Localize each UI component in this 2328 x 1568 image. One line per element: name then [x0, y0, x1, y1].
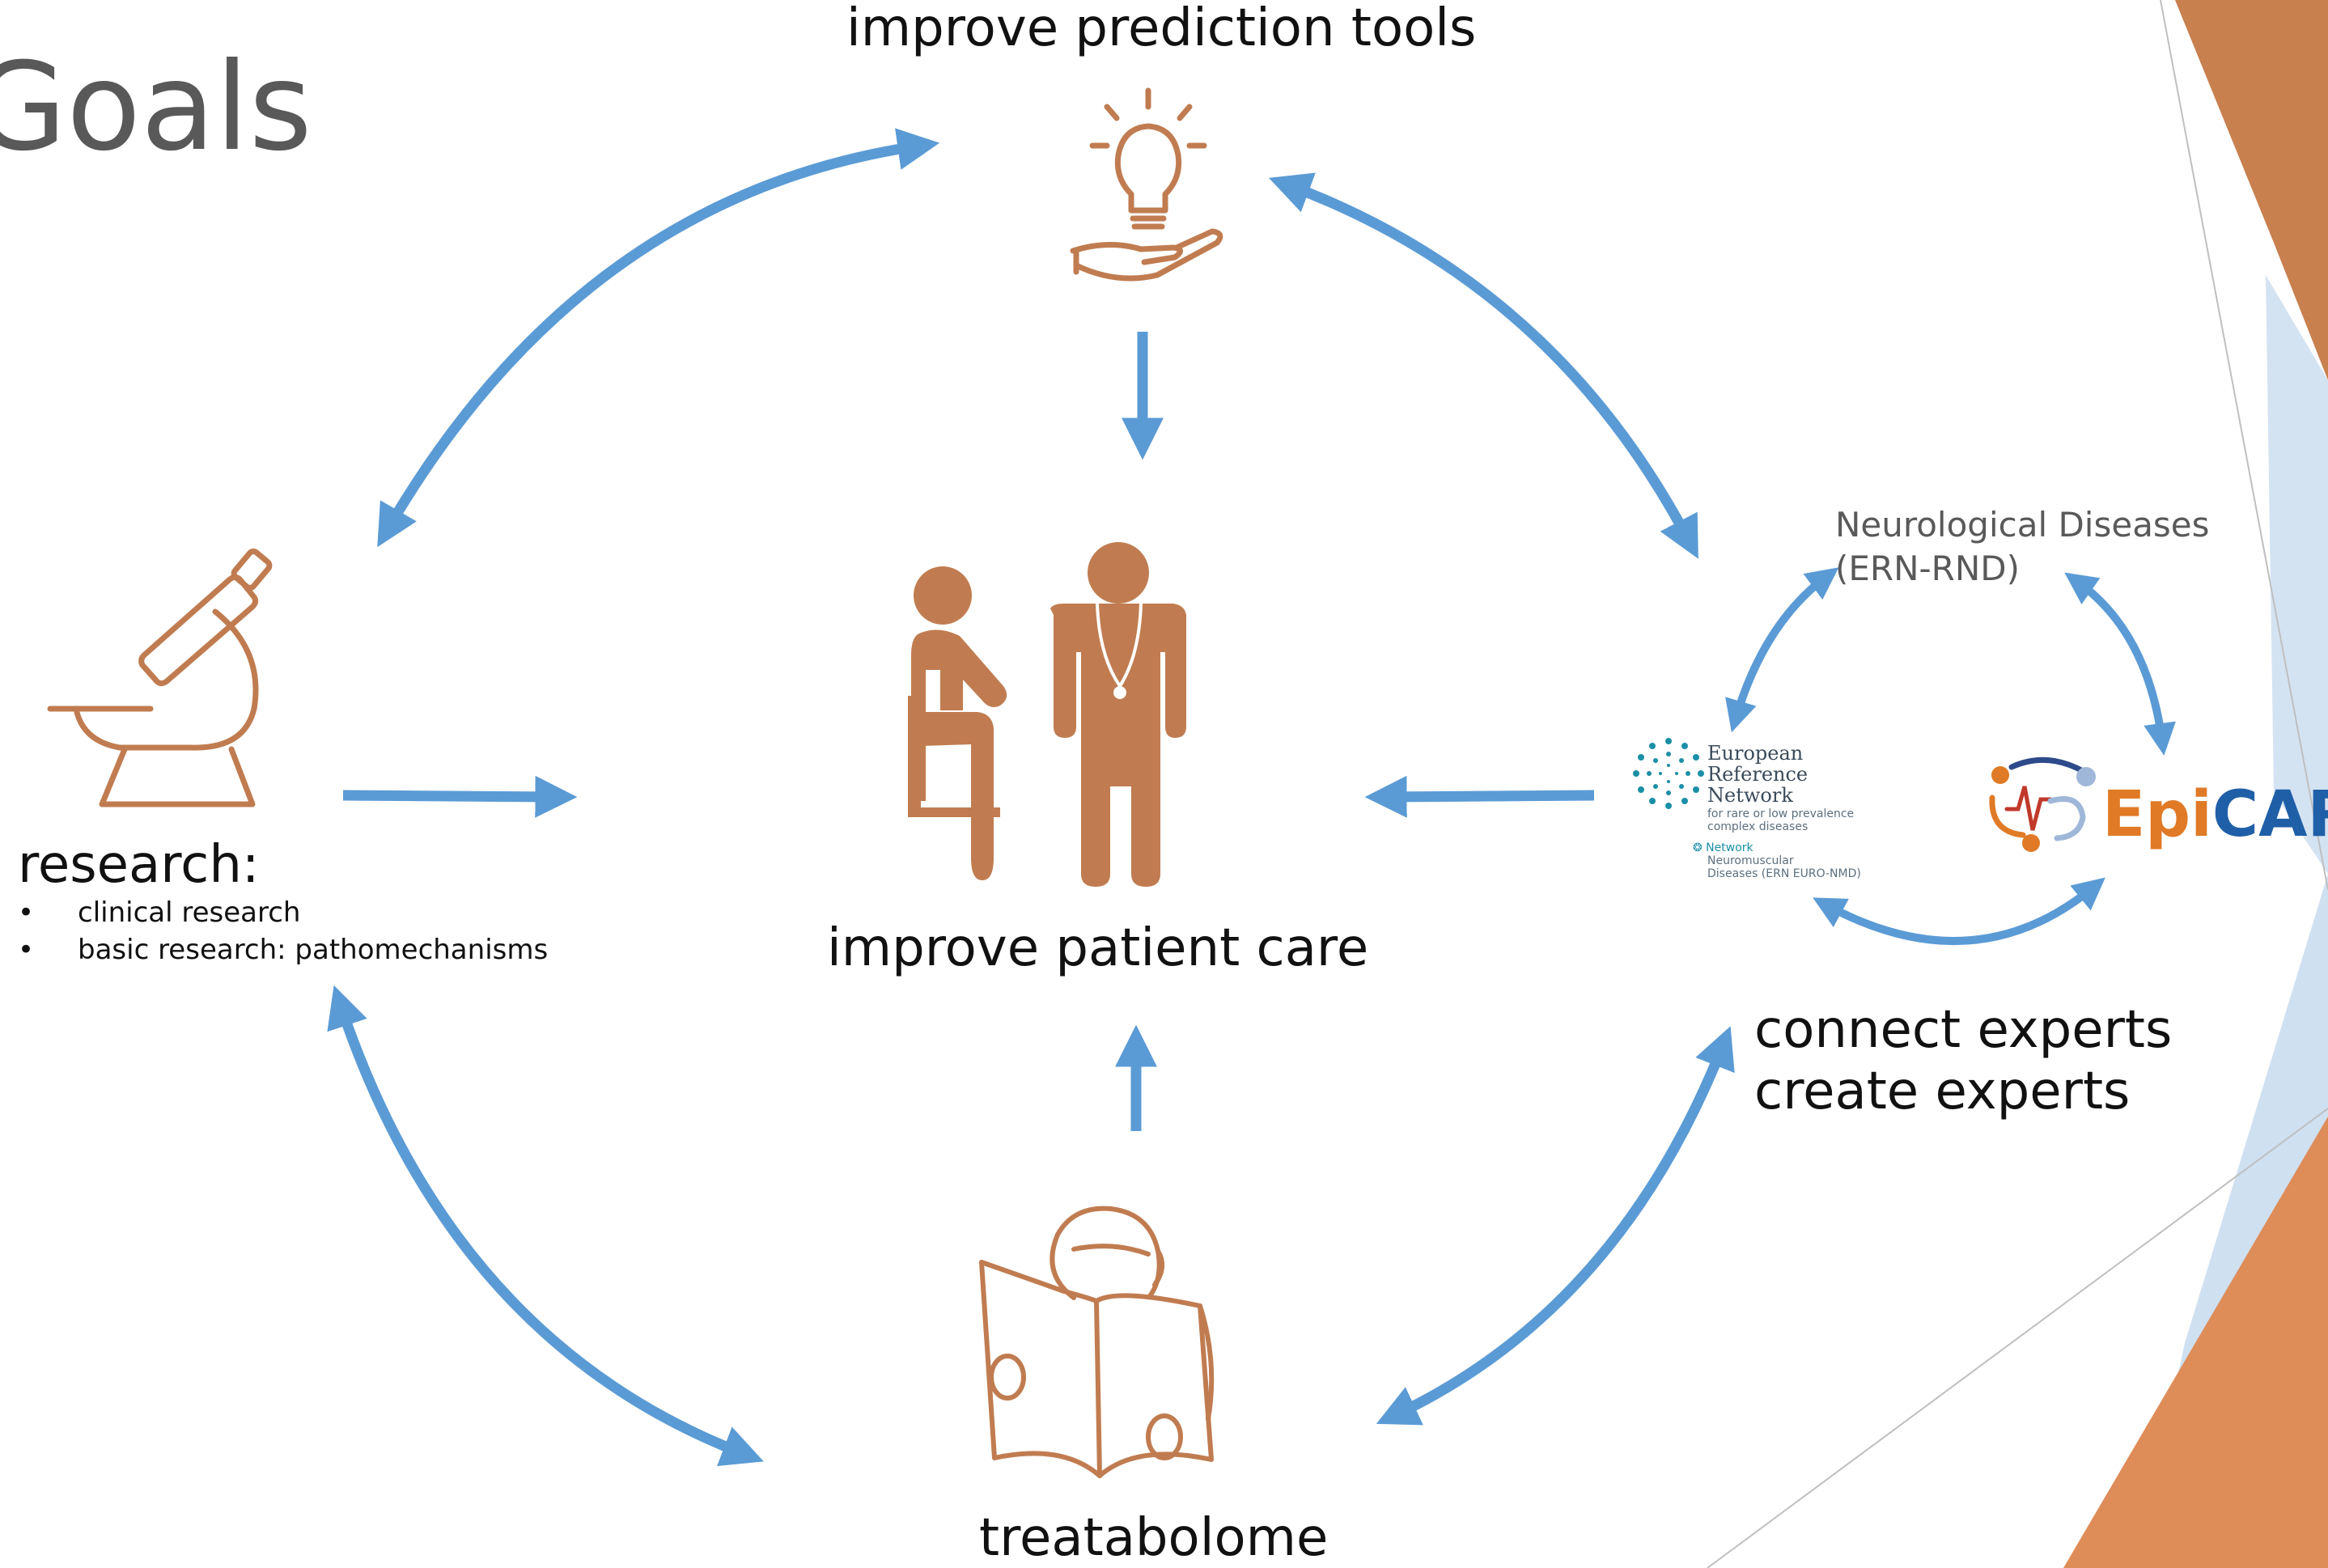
ern-logo-icon: [1633, 738, 1704, 809]
connect-experts-label: connect experts: [1754, 1000, 2173, 1060]
treatabolome-label: treatabolome: [979, 1508, 1329, 1568]
prediction-tools-label: improve prediction tools: [846, 0, 1477, 58]
corner-line-2: [1707, 1108, 2328, 1568]
arrow-ern-epicare: [1813, 877, 2105, 946]
research-heading: research:: [18, 835, 260, 895]
research-bullet-list: •clinical research •basic research: path…: [18, 894, 548, 968]
corner-orange-bottom: [2063, 1117, 2328, 1568]
corner-orange-top: [2175, 0, 2328, 380]
arrow-research-prediction: [377, 128, 940, 548]
arrow-treatabolome-experts: [1376, 1026, 1735, 1426]
bullet-item: •clinical research: [18, 896, 301, 929]
epicare-logo-icon: [1989, 756, 2096, 852]
arrow-prediction-networks: [1269, 172, 1698, 559]
ern-logo-subtitle: for rare or low prevalence complex disea…: [1707, 807, 1855, 833]
microscope-icon: [47, 548, 273, 807]
slide-title: Goals: [0, 37, 312, 178]
ern-logo-text: European Reference Network: [1707, 742, 1809, 807]
arrow-research-treatabolome: [327, 985, 764, 1467]
corner-blue-top: [2266, 275, 2328, 874]
reading-person-icon: [979, 1206, 1215, 1478]
doctor-patient-icon: [908, 542, 1186, 887]
arrow-ernrnd-ern: [1725, 567, 1839, 733]
corner-line-1: [2160, 0, 2328, 891]
bullet-item: •basic research: pathomechanisms: [18, 934, 549, 966]
arrow-networks-to-care: [1364, 775, 1595, 818]
ern-nmd-text: ❂ Network Neuromuscular Diseases (ERN EU…: [1693, 841, 1861, 880]
create-experts-label: create experts: [1754, 1062, 2131, 1121]
lightbulb-hand-icon: [1070, 87, 1223, 282]
ern-rnd-label: Neurological Diseases (ERN-RND): [1835, 505, 2210, 588]
arrow-ernrnd-epicare: [2064, 572, 2176, 756]
epicare-wordmark: EpiCARE: [2102, 778, 2328, 851]
arrow-research-to-care: [342, 775, 578, 818]
patient-care-label: improve patient care: [827, 918, 1369, 978]
